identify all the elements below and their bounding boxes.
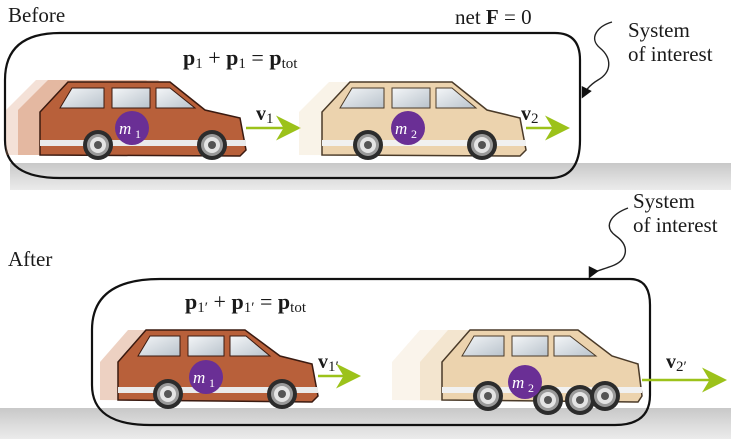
svg-text:2: 2 (528, 381, 534, 395)
callout-line-after (588, 207, 629, 279)
system-boundary-after (90, 277, 652, 427)
svg-text:1: 1 (209, 376, 215, 390)
velocity-label-v2-prime: v2′ (666, 351, 687, 375)
svg-text:2: 2 (411, 127, 417, 141)
after-title: After (8, 247, 53, 271)
velocity-label-v2: v2 (521, 103, 539, 127)
road-after (0, 408, 731, 439)
callout-line-before (581, 21, 613, 99)
callout-system-of-interest-after: System of interest (633, 189, 718, 237)
svg-text:m: m (193, 368, 205, 387)
velocity-label-v1-prime: v1′ (318, 351, 339, 375)
callout-system-of-interest-before: System of interest (628, 18, 713, 66)
road-before (10, 163, 731, 190)
momentum-equation-before: p1 + p1 = ptot (183, 45, 298, 72)
before-title: Before (8, 3, 66, 27)
system-boundary-before (3, 31, 582, 180)
svg-text:m: m (395, 119, 407, 138)
svg-text:1: 1 (135, 127, 141, 141)
svg-text:m: m (512, 373, 524, 392)
net-force-label: net F = 0 (455, 5, 532, 29)
momentum-equation-after: p1′ + p1′ = ptot (185, 289, 306, 316)
velocity-label-v1: v1 (256, 103, 274, 127)
svg-text:m: m (119, 119, 131, 138)
